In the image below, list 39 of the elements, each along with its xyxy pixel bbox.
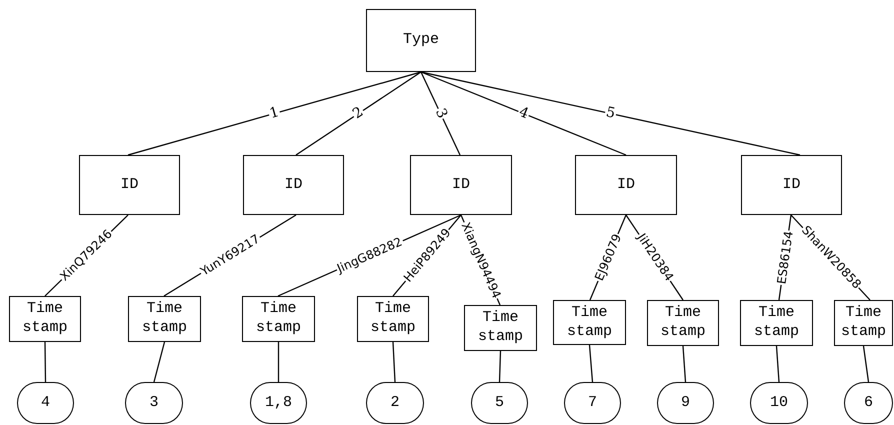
connector-line: [862, 346, 870, 382]
process-box: Time stamp: [834, 300, 893, 346]
connector-line: [682, 346, 686, 382]
process-box: Type: [366, 9, 476, 72]
process-box: Time stamp: [128, 296, 201, 342]
process-box: ID: [243, 155, 344, 215]
process-box: ID: [575, 155, 677, 215]
terminal-box: 6: [844, 382, 893, 424]
connector-line: [420, 72, 461, 156]
terminal-box: 5: [471, 382, 528, 424]
connector-line: [776, 346, 780, 382]
terminal-box: 2: [366, 382, 424, 424]
connector-line: [392, 342, 396, 382]
connector-line: [278, 342, 280, 382]
process-box: Time stamp: [357, 296, 429, 342]
connector-line: [296, 72, 422, 156]
connector-line: [498, 350, 502, 382]
terminal-box: 9: [657, 382, 714, 424]
connector-line: [588, 344, 594, 382]
terminal-box: 10: [750, 382, 808, 424]
terminal-box: 1,8: [250, 382, 307, 424]
process-box: Time stamp: [464, 305, 537, 351]
terminal-box: 7: [564, 382, 621, 424]
process-box: ID: [410, 155, 512, 215]
process-box: Time stamp: [740, 300, 813, 346]
connector-line: [420, 71, 626, 156]
terminal-box: 3: [125, 382, 183, 424]
terminal-box: 4: [17, 382, 74, 424]
connector-line: [153, 342, 166, 382]
process-box: Time stamp: [553, 300, 626, 345]
edge-label: ES86154: [774, 229, 796, 286]
process-box: Time stamp: [242, 296, 315, 342]
process-box: Time stamp: [9, 296, 81, 342]
process-box: ID: [79, 155, 180, 215]
connector-line: [420, 71, 800, 156]
connector-line: [44, 342, 46, 382]
process-box: ID: [741, 155, 842, 215]
process-box: Time stamp: [647, 300, 719, 346]
connector-line: [128, 71, 422, 156]
